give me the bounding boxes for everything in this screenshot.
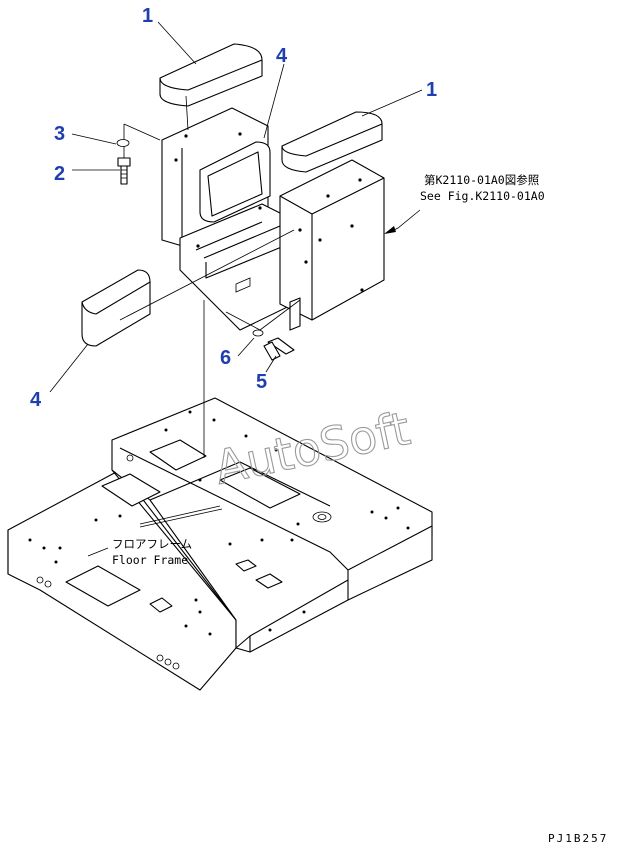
drawing-code: PJ1B257 [548, 832, 608, 845]
callout-1-top: 1 [142, 5, 153, 27]
seat-cushion-top [159, 43, 263, 107]
ref-note-jp: 第K2110-01A0図参照 [424, 173, 539, 187]
seat-cushion-right [281, 111, 383, 173]
floor-frame-label-en: Floor Frame [112, 553, 188, 567]
washer-6 [252, 329, 264, 337]
callout-4-top: 4 [276, 45, 288, 67]
callout-6: 6 [220, 347, 231, 369]
callout-5: 5 [256, 371, 267, 393]
pad-front [81, 269, 151, 347]
bolt-5 [263, 337, 295, 361]
leader-lines [49, 21, 423, 557]
callout-4-left: 4 [30, 389, 42, 411]
callout-2: 2 [54, 163, 65, 185]
floor-frame [7, 397, 433, 691]
pad-back [199, 141, 271, 223]
floor-frame-label-jp: フロアフレーム [112, 537, 192, 551]
washer-3 [116, 139, 130, 147]
callout-3: 3 [54, 123, 65, 145]
bolt-2 [117, 157, 131, 185]
callout-1-right: 1 [426, 79, 437, 101]
ref-note-en: See Fig.K2110-01A0 [420, 189, 545, 203]
